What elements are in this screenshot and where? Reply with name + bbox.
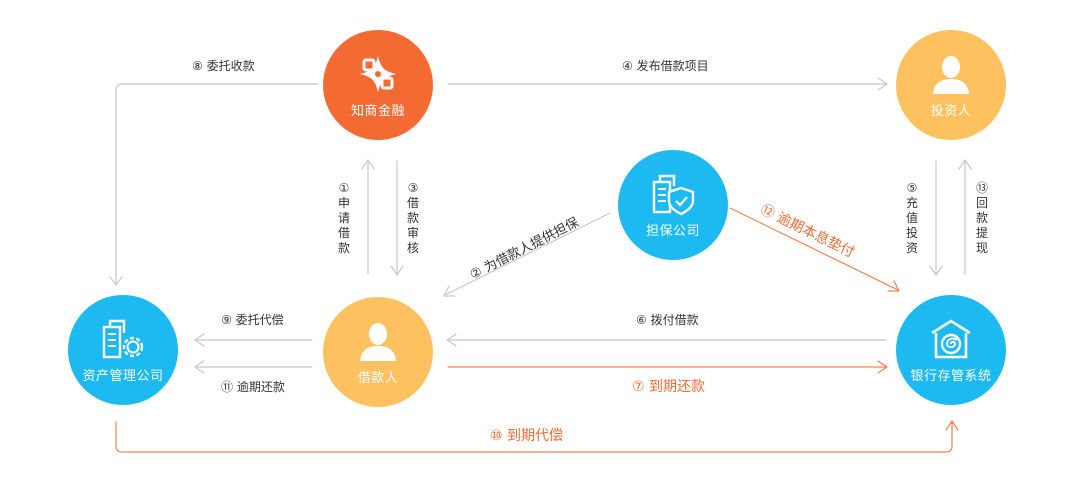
arrowhead-compensate-due	[945, 420, 959, 431]
arrowhead-withdraw-return	[958, 159, 972, 170]
arrowhead-repay-due	[877, 360, 888, 374]
orange-arrows	[115, 207, 959, 453]
arrowhead-disburse-loan	[446, 333, 457, 347]
flow-label-publish-project: ④ 发布借款项目	[622, 59, 709, 73]
node-guarantee-company: 担保公司	[618, 150, 728, 260]
bank-vault-icon	[931, 318, 971, 358]
flow-label-loan-review: ③借款审核	[406, 181, 419, 255]
building-gear-icon	[102, 319, 144, 358]
zhishang-logo-icon	[360, 55, 396, 92]
node-borrower: 借款人	[323, 297, 433, 407]
node-asset-management-company: 资产管理公司	[68, 295, 178, 405]
flow-label-disburse-loan: ⑥ 拨付借款	[636, 313, 699, 327]
flow-label-apply-loan: ①申请借款	[337, 181, 350, 255]
flow-label-entrust-compensation: ⑨ 委托代偿	[221, 313, 284, 327]
flow-label-overdue-repayment: ⑪ 逾期还款	[221, 380, 285, 394]
node-zhishang-finance: 知商金融	[323, 30, 433, 140]
node-label: 知商金融	[350, 103, 405, 119]
node-label: 资产管理公司	[82, 368, 164, 384]
flow-label-withdraw-return: ⑬回款提现	[975, 181, 988, 255]
arrowhead-provide-guarantee	[443, 285, 456, 297]
flow-label-recharge-invest: ⑤充值投资	[905, 181, 918, 255]
node-investor: 投资人	[896, 30, 1006, 140]
building-shield-icon	[652, 174, 695, 215]
arrowhead-apply-loan	[361, 159, 375, 170]
arrowhead-entrust-collection	[109, 276, 123, 286]
node-label: 借款人	[357, 370, 399, 386]
arrowhead-entrust-compensation	[194, 333, 205, 347]
arrow-overdue-advance	[729, 207, 899, 291]
person-icon	[360, 322, 396, 361]
node-bank-custody-system: 银行存管系统	[896, 295, 1006, 405]
flow-label-compensate-due: ⑩ 到期代偿	[490, 428, 564, 444]
flow-label-repay-due: ⑦ 到期还款	[632, 379, 706, 395]
node-label: 投资人	[930, 103, 972, 119]
node-label: 银行存管系统	[910, 368, 992, 384]
flow-label-entrust-collection: ⑧ 委托收款	[192, 59, 255, 73]
arrow-compensate-due	[115, 421, 953, 453]
arrowhead-overdue-advance	[887, 280, 900, 292]
arrowhead-recharge-invest	[929, 265, 943, 276]
arrow-provide-guarantee	[444, 212, 611, 296]
arrowhead-publish-project	[877, 77, 888, 91]
gray-arrows	[109, 77, 972, 374]
node-label: 担保公司	[645, 223, 700, 239]
arrowhead-loan-review	[390, 265, 404, 276]
arrow-entrust-collection	[115, 83, 319, 285]
arrowhead-overdue-repayment	[194, 360, 205, 374]
person-icon	[933, 55, 969, 94]
